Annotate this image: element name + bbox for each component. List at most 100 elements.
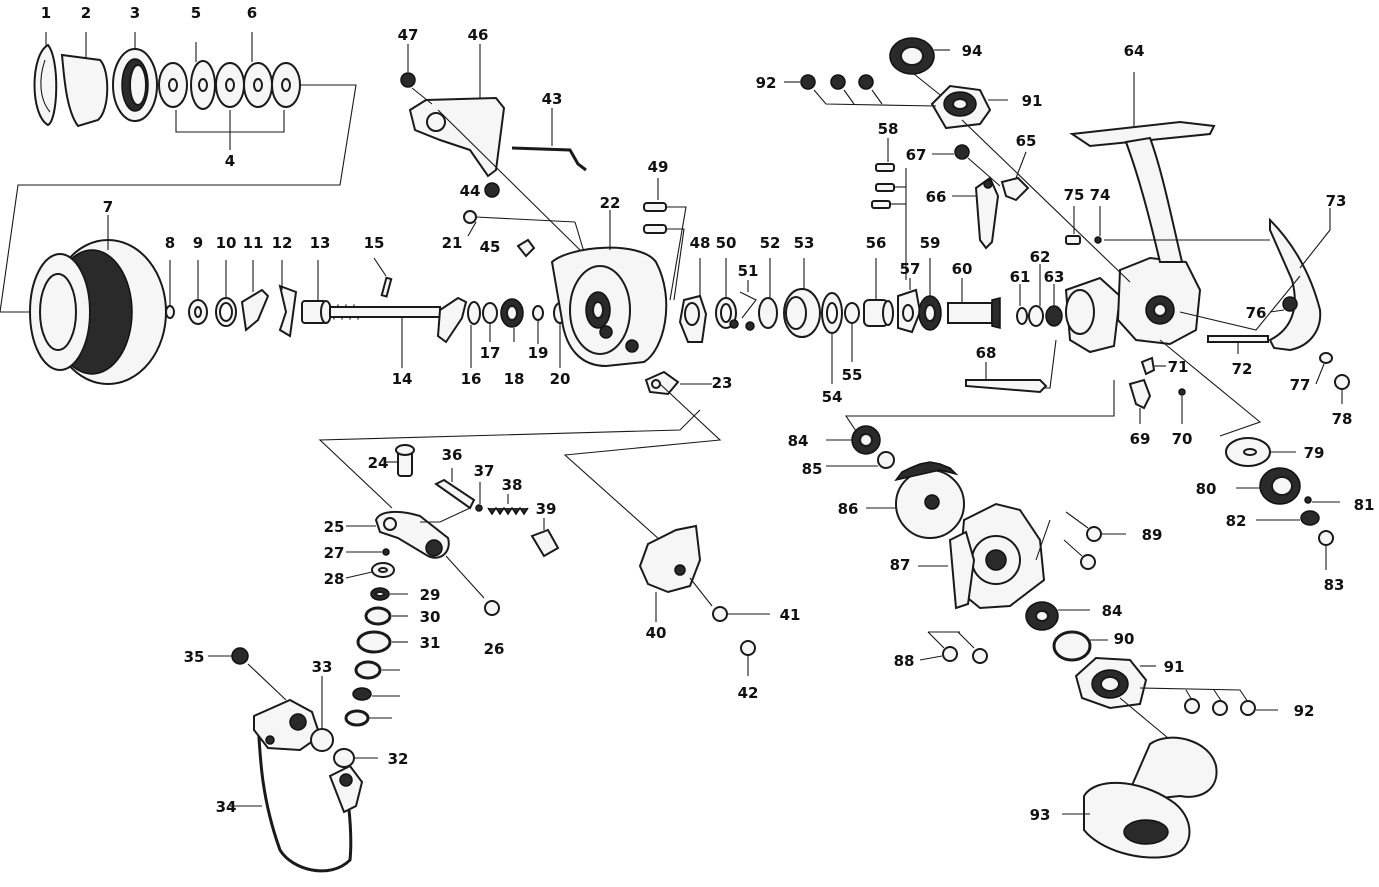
part-12 <box>278 284 298 338</box>
part-71 <box>1140 356 1156 376</box>
part-21-screw <box>463 210 477 224</box>
part-number-label: 13 <box>310 234 331 252</box>
part-58-screw-a <box>875 163 895 172</box>
part-number-label: 34 <box>216 798 237 816</box>
part-number-label: 77 <box>1290 376 1311 394</box>
part-number-label: 75 <box>1064 186 1085 204</box>
part-35-screw <box>231 647 249 665</box>
part-number-label: 78 <box>1332 410 1353 428</box>
part-number-label: 84 <box>788 432 809 450</box>
part-number-label: 40 <box>646 624 667 642</box>
part-number-label: 25 <box>324 518 345 536</box>
part-number-label: 24 <box>368 454 389 472</box>
part-number-label: 69 <box>1130 430 1151 448</box>
part-number-label: 87 <box>890 556 911 574</box>
part-92-screw-a <box>1184 698 1200 714</box>
part-number-label: 3 <box>130 4 140 22</box>
part-number-label: 50 <box>716 234 737 252</box>
part-40-bail-holder <box>638 524 702 594</box>
part-number-label: 20 <box>550 370 571 388</box>
part-14-shaft <box>329 306 441 318</box>
part-number-label: 51 <box>738 262 759 280</box>
part-75-screw <box>1065 235 1081 245</box>
part-number-label: 17 <box>480 344 501 362</box>
part-89-screw-a <box>1086 526 1102 542</box>
part-number-label: 22 <box>600 194 621 212</box>
part-number-label: 30 <box>420 608 441 626</box>
body-group <box>784 37 1350 859</box>
part-30-b <box>354 660 382 680</box>
part-number-label: 23 <box>712 374 733 392</box>
part-64-stem <box>1124 136 1184 263</box>
part-34-arm <box>328 764 364 814</box>
part-number-label: 52 <box>760 234 781 252</box>
part-42-screw <box>740 640 756 656</box>
part-number-label: 49 <box>648 158 669 176</box>
part-26-screw <box>484 600 500 616</box>
part-49-screw-b <box>643 224 667 234</box>
part-63 <box>1045 305 1063 327</box>
part-number-label: 79 <box>1304 444 1325 462</box>
part-88-screw-b <box>972 648 988 664</box>
part-83-screw <box>1318 530 1334 546</box>
part-number-label: 64 <box>1124 42 1145 60</box>
part-number-label: 38 <box>502 476 523 494</box>
part-number-label: 85 <box>802 460 823 478</box>
spool-group <box>0 32 567 385</box>
part-number-label: 14 <box>392 370 413 388</box>
part-number-label: 32 <box>388 750 409 768</box>
part-51 <box>739 291 757 319</box>
part-43-bail-wire <box>511 146 587 172</box>
part-92-screw-c <box>1240 700 1256 716</box>
part-number-label: 1 <box>41 4 51 22</box>
part-67-screw <box>954 144 970 160</box>
part-23 <box>644 370 680 396</box>
part-number-label: 43 <box>542 90 563 108</box>
part-number-label: 15 <box>364 234 385 252</box>
part-number-label: 28 <box>324 570 345 588</box>
part-number-label: 48 <box>690 234 711 252</box>
part-number-label: 11 <box>243 234 264 252</box>
part-37 <box>475 504 483 512</box>
part-number-label: 47 <box>398 26 419 44</box>
part-61 <box>1016 307 1028 325</box>
part-82 <box>1300 510 1320 526</box>
part-number-label: 26 <box>484 640 505 658</box>
part-number-label: 27 <box>324 544 345 562</box>
part-number-label: 70 <box>1172 430 1193 448</box>
part-19 <box>532 305 544 321</box>
part-88-screw-a <box>942 646 958 662</box>
part-55 <box>844 302 860 324</box>
part-number-label: 57 <box>900 260 921 278</box>
part-number-label: 92 <box>756 74 777 92</box>
part-33-roller <box>310 728 334 752</box>
part-number-label: 39 <box>536 500 557 518</box>
part-72-shaft <box>1207 335 1269 343</box>
part-number-label: 6 <box>247 4 257 22</box>
part-70 <box>1178 388 1186 396</box>
part-number-label: 10 <box>216 234 237 252</box>
part-78-screw <box>1334 374 1350 390</box>
part-28-b <box>344 709 370 727</box>
part-58-screw-c <box>871 200 891 209</box>
part-number-label: 90 <box>1114 630 1135 648</box>
part-number-label: 65 <box>1016 132 1037 150</box>
part-number-label: 71 <box>1168 358 1189 376</box>
part-number-label: 9 <box>193 234 203 252</box>
part-number-label: 94 <box>962 42 983 60</box>
part-15-pin <box>380 276 393 298</box>
part-number-label: 60 <box>952 260 973 278</box>
part-16-ring <box>467 301 481 325</box>
part-92-screw-top-b <box>830 74 846 90</box>
part-17 <box>482 302 498 324</box>
part-number-label: 72 <box>1232 360 1253 378</box>
part-60-pinion <box>947 302 993 324</box>
part-93-handle-arm <box>1128 736 1218 802</box>
part-number-label: 88 <box>894 652 915 670</box>
part-number-label: 42 <box>738 684 759 702</box>
part-number-label: 45 <box>480 238 501 256</box>
part-62 <box>1028 305 1044 327</box>
part-number-label: 12 <box>272 234 293 252</box>
part-66 <box>974 176 1000 250</box>
part-number-label: 8 <box>165 234 175 252</box>
